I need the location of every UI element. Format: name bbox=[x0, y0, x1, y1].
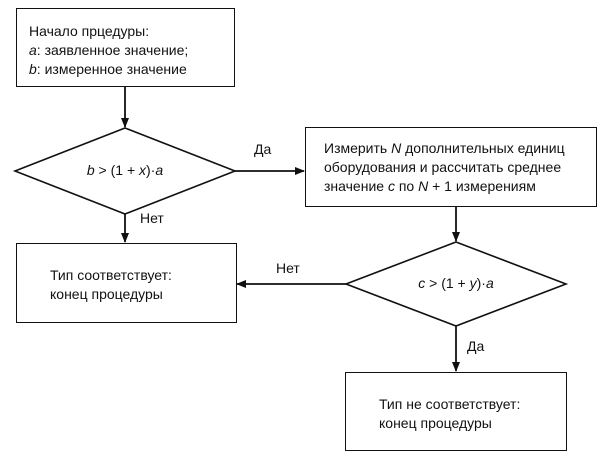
measure-line-2: оборудования и рассчитать среднее bbox=[324, 159, 562, 175]
start-line-b: b: измеренное значение bbox=[29, 61, 187, 77]
measure-line-1: Измерить N дополнительных единиц bbox=[324, 140, 565, 156]
not-conforms-line-1: Тип не соответствует: bbox=[379, 396, 521, 412]
conforms-box: Тип соответствует: конец процедуры bbox=[16, 243, 237, 323]
measure-line-3: значение c по N + 1 измерениям bbox=[324, 178, 536, 194]
label-yes-2: Да bbox=[467, 338, 485, 354]
measure-box: Измерить N дополнительных единиц оборудо… bbox=[305, 127, 597, 207]
start-box: Начало прцедуры: a: заявленное значение;… bbox=[16, 8, 235, 87]
not-conforms-line-2: конец процедуры bbox=[379, 415, 492, 431]
label-no-1: Нет bbox=[140, 210, 164, 226]
decision2-condition: c > (1 + y)·a bbox=[418, 275, 494, 291]
conforms-line-1: Тип соответствует: bbox=[50, 267, 172, 283]
label-yes-1: Да bbox=[254, 141, 272, 157]
start-line-a: a: заявленное значение; bbox=[29, 42, 189, 58]
label-no-2: Нет bbox=[276, 260, 300, 276]
decision1-condition: b > (1 + x)·a bbox=[86, 162, 164, 178]
not-conforms-box: Тип не соответствует: конец процедуры bbox=[345, 372, 567, 451]
conforms-line-2: конец процедуры bbox=[50, 286, 163, 302]
start-title: Начало прцедуры: bbox=[29, 23, 150, 39]
